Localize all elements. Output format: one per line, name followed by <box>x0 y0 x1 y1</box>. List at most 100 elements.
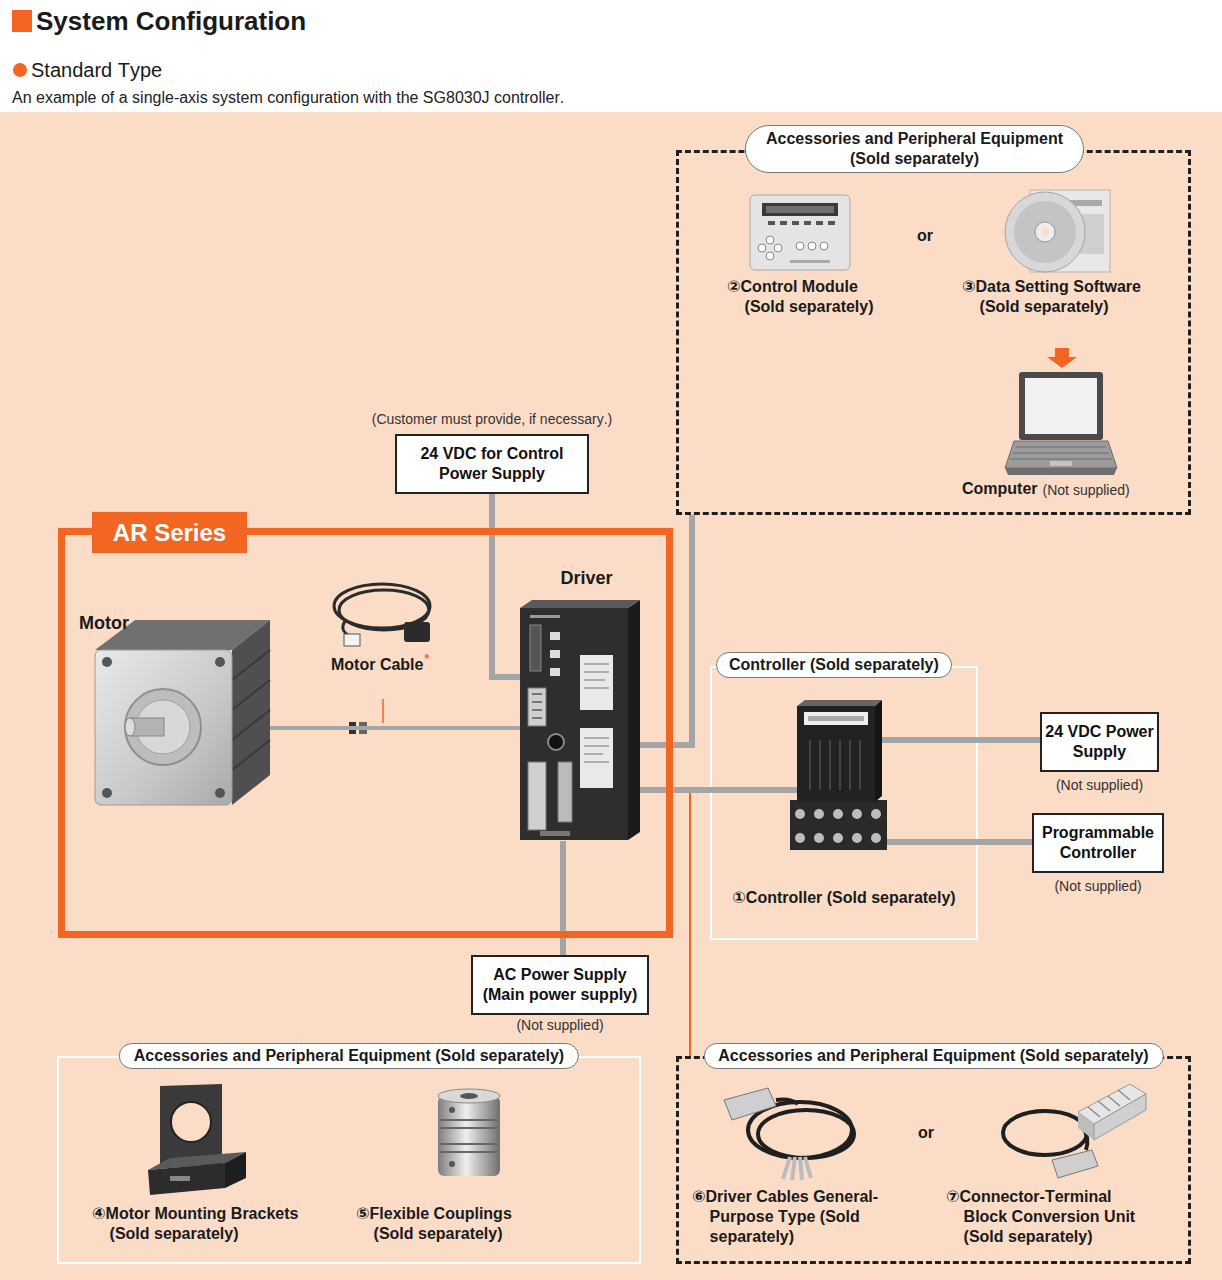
communication-line <box>640 515 692 745</box>
control-module-illustration <box>804 221 811 225</box>
accessory-callout: ⑤Flexible Couplings (Sold separately) <box>356 1204 524 1244</box>
motor-illustration <box>78 610 270 806</box>
part-name: Driver <box>520 567 653 589</box>
accessory-callout: ②Control Module (Sold separately) <box>727 277 885 317</box>
control-module-illustration <box>768 221 835 225</box>
series-tab: AR Series <box>92 512 247 553</box>
software-disc-illustration <box>1014 201 1076 263</box>
motor-cable-illustration <box>404 622 430 642</box>
accessory-callout: ③Data Setting Software (Sold separately) <box>962 277 1150 317</box>
terminal-block-illustration <box>1003 1111 1087 1155</box>
mounting-bracket-illustration <box>148 1163 225 1195</box>
note: (Not supplied) <box>1054 877 1141 895</box>
control-module-illustration <box>762 203 838 216</box>
mounting-bracket-illustration <box>171 1102 211 1142</box>
computer-illustration <box>1019 372 1103 440</box>
control-module-illustration <box>768 221 775 225</box>
part-name: Motor <box>79 612 129 634</box>
terminal-block-illustration <box>1003 1084 1146 1178</box>
flexible-coupling-illustration <box>438 1089 500 1176</box>
page-title: System Configuration <box>36 5 306 37</box>
control-module-illustration <box>808 242 816 250</box>
box-label: Programmable Controller <box>1038 823 1158 863</box>
software-disc-illustration <box>1005 190 1110 272</box>
driver-cable-illustration <box>758 1110 854 1158</box>
computer-illustration <box>1050 461 1072 466</box>
flexible-coupling-illustration <box>438 1096 500 1176</box>
accessory-callout: ⑥Driver Cables General-Purpose Type (Sol… <box>692 1187 900 1247</box>
flexible-coupling-illustration <box>438 1089 500 1103</box>
control-module-illustration <box>766 252 774 260</box>
part-name: Motor Cable <box>331 655 423 675</box>
control-module-illustration <box>758 244 766 252</box>
control-module-illustration <box>828 221 835 225</box>
box-label: 24 VDC Power Supply <box>1045 722 1154 762</box>
stepping-motor: Motor <box>78 610 270 806</box>
accessory-callout: ④Motor Mounting Brackets (Sold separatel… <box>92 1204 310 1244</box>
driver-illustration <box>520 566 640 841</box>
part-name: ①Controller (Sold separately) <box>712 888 976 908</box>
alternative-word: or <box>918 1123 934 1143</box>
power-supply-box: 24 VDC Power Supply(Not supplied) <box>1040 712 1159 772</box>
control-module-illustration <box>750 195 850 270</box>
flexible-coupling-illustration <box>449 1161 455 1167</box>
computer-illustration <box>1010 447 1112 459</box>
flexible-coupling-illustration <box>449 1107 455 1113</box>
driver-illustration <box>520 600 640 840</box>
control-module-illustration <box>816 221 823 225</box>
group-heading: Accessories and Peripheral Equipment (So… <box>119 1043 579 1069</box>
mounting-bracket-illustration <box>170 1176 190 1181</box>
power-supply-box: AC Power Supply (Main power supply)(Not … <box>471 955 649 1015</box>
motor-cable-illustration <box>382 699 384 723</box>
control-module-illustration <box>750 195 850 270</box>
driver-unit: Driver <box>520 566 640 841</box>
control-module-illustration <box>766 236 774 244</box>
terminal-block-illustration <box>1078 1112 1094 1140</box>
section-subtitle: Standard Type <box>31 58 162 82</box>
accessory-group: Accessories and Peripheral Equipment (So… <box>676 150 1191 515</box>
mounting-bracket-illustration <box>225 1152 246 1188</box>
bullet-dot <box>13 63 27 77</box>
motor-cable-illustration <box>344 634 360 646</box>
power-supply-box: (Customer must provide, if necessary.)24… <box>395 434 589 494</box>
terminal-block-illustration <box>1094 1094 1146 1140</box>
signal-line <box>640 787 710 793</box>
power-line <box>492 494 520 677</box>
note: (Not supplied) <box>1056 776 1143 794</box>
part-name: Computer <box>962 479 1038 499</box>
control-module-illustration <box>774 244 782 252</box>
note: (Not supplied) <box>516 1016 603 1034</box>
note: (Customer must provide, if necessary.) <box>372 410 612 428</box>
motor-illustration <box>95 620 270 805</box>
software-disc-illustration <box>1005 192 1085 272</box>
motor-cable <box>270 726 520 730</box>
note: (Not supplied) <box>1043 481 1130 499</box>
control-module-illustration <box>796 242 804 250</box>
product-series-frame: AR SeriesMotorDriver <box>58 528 673 938</box>
driver-cable-illustration <box>776 1100 798 1105</box>
flow-arrow <box>1047 348 1077 368</box>
controller-group: Controller (Sold separately)①Controller … <box>710 666 978 940</box>
cable-link <box>640 790 690 1056</box>
group-heading: Accessories and Peripheral Equipment (So… <box>745 125 1084 173</box>
computer-illustration <box>1005 441 1117 468</box>
flexible-coupling-illustration <box>440 1120 498 1152</box>
alternative-word: or <box>917 226 933 246</box>
signal-line <box>978 839 1032 845</box>
computer-illustration <box>1005 468 1117 475</box>
control-module-illustration <box>758 236 828 260</box>
power-line <box>978 737 1040 743</box>
group-heading: Accessories and Peripheral Equipment (So… <box>703 1043 1163 1069</box>
software-disc-illustration <box>1041 228 1049 236</box>
mounting-bracket-illustration <box>148 1084 246 1195</box>
flexible-coupling-illustration <box>460 1093 478 1099</box>
control-module-illustration <box>820 242 828 250</box>
accessory-callout: ⑦Connector-Terminal Block Conversion Uni… <box>946 1187 1154 1247</box>
page-ground <box>0 112 1222 1280</box>
terminal-block-illustration <box>1088 1090 1130 1117</box>
programmable-controller-box: Programmable Controller(Not supplied) <box>1032 813 1164 873</box>
box-label: AC Power Supply (Main power supply) <box>480 965 640 1005</box>
software-disc-illustration <box>1035 222 1055 242</box>
heading-marker <box>12 10 32 32</box>
